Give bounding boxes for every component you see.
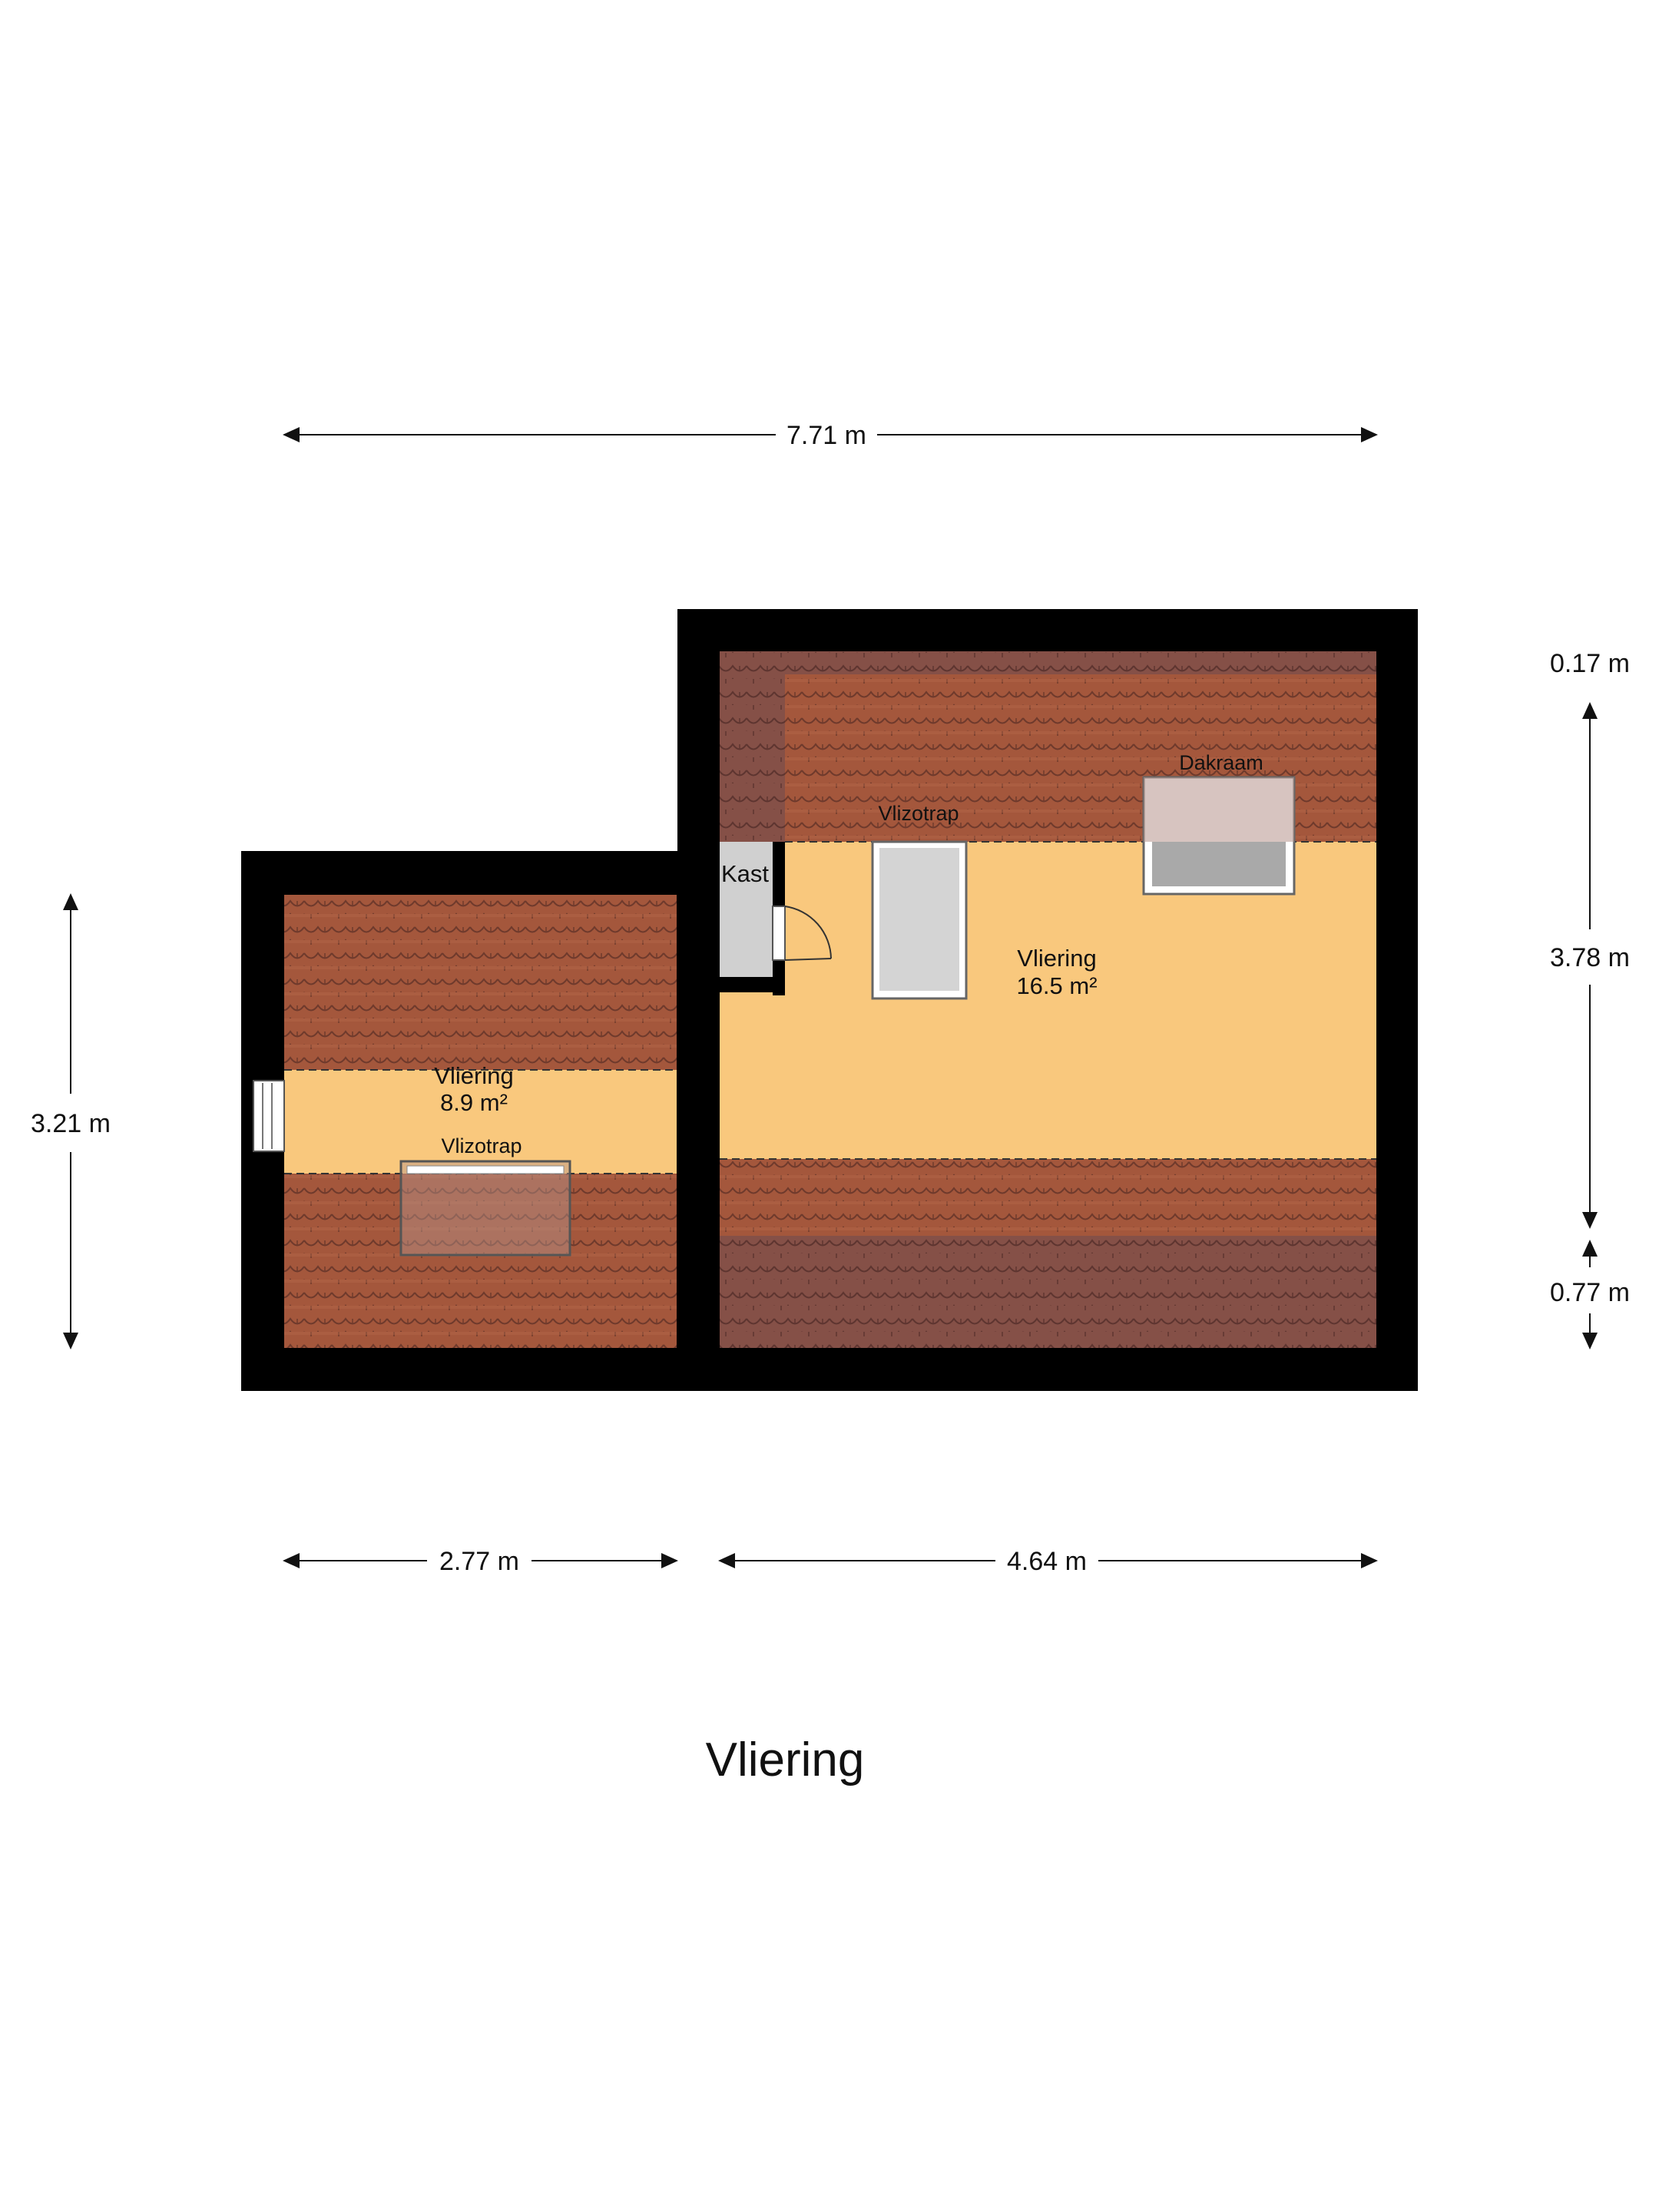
dim-right-bottom: 0.77 m	[1550, 1278, 1630, 1307]
left-window	[253, 1080, 285, 1152]
left-room-area: 8.9 m²	[440, 1089, 508, 1116]
skylight-label: Dakraam	[1179, 751, 1263, 774]
dim-top-total: 7.71 m	[786, 421, 866, 450]
dim-bottom-left: 2.77 m	[439, 1547, 519, 1576]
left-roof-bottom	[284, 1174, 677, 1348]
right-roof-top-edge	[720, 651, 1376, 674]
closet-door-opening	[772, 906, 786, 961]
closet-door-leaf	[784, 958, 832, 961]
right-room-area: 16.5 m²	[1016, 972, 1097, 999]
left-room-name: Vliering	[434, 1062, 513, 1089]
left-hatch-inner	[406, 1165, 565, 1174]
left-floor	[284, 1070, 677, 1174]
right-room-name: Vliering	[1017, 945, 1096, 972]
closet-door-swing	[784, 906, 832, 959]
dimensions: 7.71 m 2.77 m 4.64 m 3.21 m 0.17 m 3.78 …	[31, 421, 1630, 1576]
left-hatch-frame	[399, 1160, 571, 1257]
right-hatch-inner	[879, 848, 959, 991]
closet-wall-bottom	[720, 977, 785, 992]
dim-left-height: 3.21 m	[31, 1109, 111, 1138]
right-roof-side	[720, 674, 785, 842]
right-roof-bottom	[720, 1159, 1376, 1236]
left-roof-top	[284, 895, 677, 1070]
skylight-glass	[1152, 842, 1286, 886]
dim-bottom-right: 4.64 m	[1007, 1547, 1087, 1576]
right-room: Kast Vlizotrap Dakraam Vliering 16.5 m²	[720, 651, 1376, 1348]
skylight-glass-shadow	[1144, 777, 1294, 842]
right-hatch-label: Vlizotrap	[878, 802, 959, 825]
left-hatch-label: Vlizotrap	[441, 1134, 522, 1157]
dim-right-middle: 3.78 m	[1550, 943, 1630, 972]
left-room: Vlizotrap Vliering 8.9 m²	[253, 895, 677, 1348]
closet-label: Kast	[721, 860, 769, 887]
dim-right-top: 0.17 m	[1550, 649, 1630, 678]
right-roof-bottom-low	[720, 1236, 1376, 1348]
floor-title: Vliering	[706, 1734, 865, 1786]
